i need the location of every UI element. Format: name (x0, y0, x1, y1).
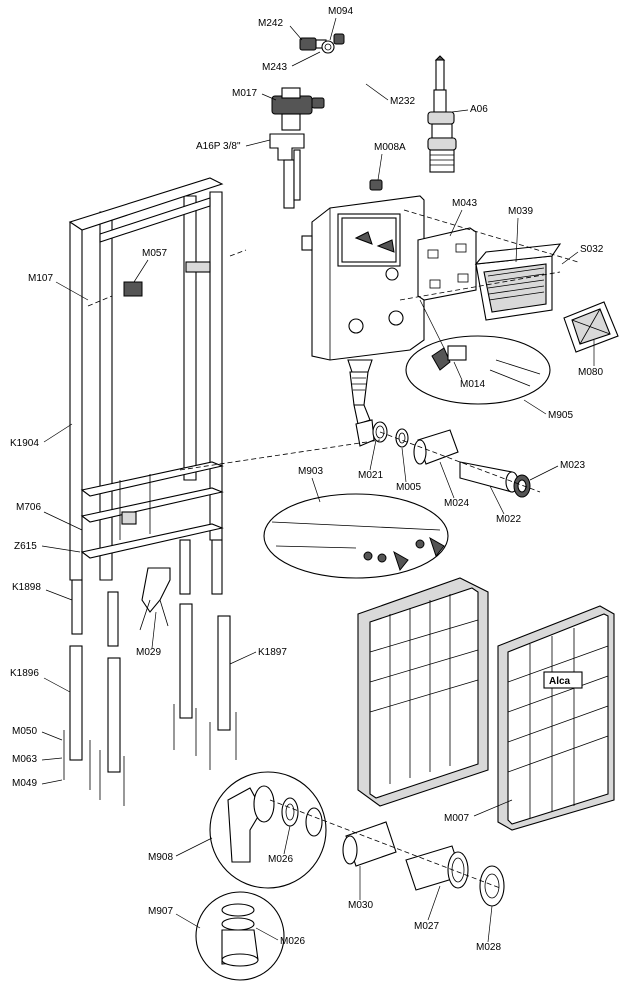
label-m030: M030 (348, 900, 373, 911)
label-z615: Z615 (14, 541, 37, 552)
label-m021: M021 (358, 470, 383, 481)
label-m094: M094 (328, 6, 353, 17)
label-m024: M024 (444, 498, 469, 509)
bend-assembly-m908 (209, 771, 327, 889)
label-m706: M706 (16, 502, 41, 513)
label-s032: S032 (580, 244, 604, 255)
label-m007: M007 (444, 813, 469, 824)
drain-pipe-set (355, 419, 541, 498)
label-a06: A06 (470, 104, 488, 115)
kit-m903 (263, 493, 449, 579)
label-m907: M907 (148, 906, 173, 917)
label-m050: M050 (12, 726, 37, 737)
label-m057: M057 (142, 248, 167, 259)
label-m242: M242 (258, 18, 283, 29)
label-m905: M905 (548, 410, 573, 421)
part-m008a (369, 179, 383, 191)
part-labels: M242 M094 M243 M232 M017 A06 A16P 3/8" M… (10, 6, 604, 953)
cover-plate-m080 (563, 301, 619, 353)
flush-valve-assembly (427, 55, 457, 173)
label-m027: M027 (414, 921, 439, 932)
label-m063: M063 (12, 754, 37, 765)
label-m908: M908 (148, 852, 173, 863)
label-m028: M028 (476, 942, 501, 953)
label-m017: M017 (232, 88, 257, 99)
formwork-covers: Alca (357, 577, 615, 831)
brand-logo-text: Alca (549, 676, 571, 687)
label-m039: M039 (508, 206, 533, 217)
label-k1896: K1896 (10, 668, 39, 679)
label-m029: M029 (136, 647, 161, 658)
kit-m905 (405, 299, 551, 405)
label-m107: M107 (28, 273, 53, 284)
label-m008a: M008A (374, 142, 406, 153)
label-m005: M005 (396, 482, 421, 493)
label-a16p: A16P 3/8" (196, 141, 241, 152)
label-k1904: K1904 (10, 438, 39, 449)
connector-pipes (269, 799, 505, 907)
installation-frame-k1904 (68, 177, 381, 581)
label-m026-b: M026 (280, 936, 305, 947)
inlet-hose-assembly (269, 33, 376, 209)
label-k1898: K1898 (12, 582, 41, 593)
label-m014: M014 (460, 379, 485, 390)
service-box-m039 (399, 209, 579, 321)
label-m022: M022 (496, 514, 521, 525)
cistern-tank (301, 195, 425, 425)
label-m043: M043 (452, 198, 477, 209)
label-m026-a: M026 (268, 854, 293, 865)
label-m903: M903 (298, 466, 323, 477)
label-m023: M023 (560, 460, 585, 471)
label-m232: M232 (390, 96, 415, 107)
frame-feet (63, 539, 237, 806)
trap-assembly-m907 (195, 891, 285, 981)
label-m049: M049 (12, 778, 37, 789)
label-m080: M080 (578, 367, 603, 378)
label-k1897: K1897 (258, 647, 287, 658)
frame-plate-m043 (417, 227, 477, 301)
label-m243: M243 (262, 62, 287, 73)
